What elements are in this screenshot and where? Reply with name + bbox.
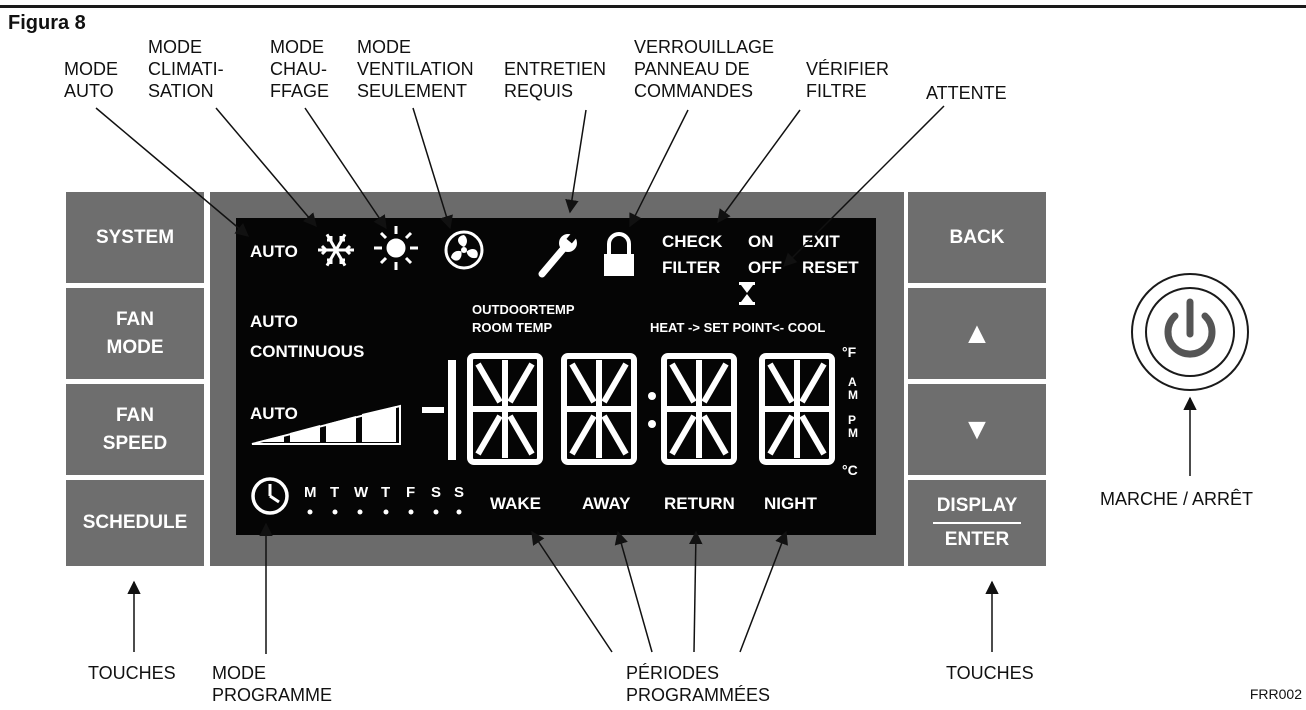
system-button[interactable]: SYSTEM — [66, 192, 204, 283]
leader-lines — [95, 105, 1197, 654]
enter-label: ENTER — [944, 529, 1010, 550]
power-icon — [1164, 298, 1216, 358]
lcd-unit-f: °F — [842, 344, 857, 360]
lcd-on: ON — [748, 232, 774, 251]
figure-code: FRR002 — [1249, 686, 1302, 702]
label-touches-right: TOUCHES — [946, 663, 1034, 683]
lcd-am: A M — [848, 375, 858, 402]
lcd-auto-mode: AUTO — [250, 242, 298, 261]
digit — [661, 353, 737, 465]
padlock-icon — [604, 232, 634, 276]
fan-mode-button[interactable]: FAN MODE — [66, 288, 204, 379]
wrench-icon — [538, 231, 579, 278]
lcd-day: S — [431, 484, 442, 501]
lcd-colon — [648, 392, 656, 428]
clock-icon — [251, 477, 289, 515]
lcd-check: CHECK — [662, 232, 723, 251]
label-mode-programme: MODE PROGRAMME — [212, 663, 333, 705]
label-verrouillage: VERROUILLAGE PANNEAU DE COMMANDES — [634, 37, 775, 101]
label-mode-auto: MODE AUTO — [64, 59, 118, 101]
sun-icon — [374, 226, 418, 270]
lcd-screen — [236, 218, 876, 535]
snowflake-icon — [318, 233, 354, 267]
label-attente: ATTENTE — [926, 83, 1007, 103]
lcd-exit: EXIT — [802, 232, 840, 251]
lcd-day: M — [304, 484, 317, 501]
label-mode-climatisation: MODE CLIMATI- SATION — [148, 37, 224, 101]
lcd-room-temp: ROOM TEMP — [472, 320, 553, 335]
lcd-period-night: NIGHT — [764, 494, 817, 513]
lcd-day: W — [354, 484, 369, 501]
day-dots — [307, 509, 462, 515]
lcd-setpoint: HEAT -> SET POINT<- COOL — [650, 320, 826, 335]
lcd-fan-auto: AUTO — [250, 312, 298, 331]
hourglass-icon — [739, 282, 755, 305]
label-touches-left: TOUCHES — [88, 663, 176, 683]
digit — [467, 353, 543, 465]
lcd-filter: FILTER — [662, 258, 721, 277]
lcd-fan-continuous: CONTINUOUS — [250, 342, 365, 361]
top-rule — [0, 5, 1306, 8]
digit — [561, 353, 637, 465]
lcd-period-return: RETURN — [664, 494, 735, 513]
lcd-off: OFF — [748, 258, 782, 277]
label-entretien: ENTRETIEN REQUIS — [504, 59, 607, 101]
lcd-reset: RESET — [802, 258, 859, 277]
display-enter-button[interactable]: DISPLAY ENTER — [908, 480, 1046, 566]
lcd-day: T — [330, 484, 340, 501]
lcd-pm: P M — [848, 413, 858, 440]
fan-icon — [444, 230, 484, 270]
power-button[interactable] — [1131, 273, 1249, 391]
down-button[interactable]: ▼ — [908, 384, 1046, 475]
lcd-digits — [422, 353, 835, 465]
label-marche-arret: MARCHE / ARRÊT — [1100, 489, 1254, 509]
lcd-day: S — [454, 484, 465, 501]
back-button[interactable]: BACK — [908, 192, 1046, 283]
label-mode-chauffage: MODE CHAU- FFAGE — [270, 37, 330, 101]
figure-title: Figura 8 — [8, 12, 86, 34]
lcd-period-wake: WAKE — [490, 494, 541, 513]
up-button[interactable]: ▲ — [908, 288, 1046, 379]
fan-speed-bars — [251, 404, 401, 445]
digit — [759, 353, 835, 465]
label-periodes: PÉRIODES PROGRAMMÉES — [626, 663, 771, 705]
fan-speed-button[interactable]: FAN SPEED — [66, 384, 204, 475]
lcd-speed-auto: AUTO — [250, 404, 298, 423]
label-mode-ventilation: MODE VENTILATION SEULEMENT — [357, 37, 474, 101]
schedule-button[interactable]: SCHEDULE — [66, 480, 204, 566]
display-label: DISPLAY — [932, 494, 1022, 524]
lcd-unit-c: °C — [842, 462, 858, 478]
lcd-period-away: AWAY — [582, 494, 631, 513]
lcd-day: T — [381, 484, 391, 501]
lcd-day: F — [406, 484, 416, 501]
label-verifier-filtre: VÉRIFIER FILTRE — [806, 59, 890, 101]
lcd-outdoor-temp: OUTDOORTEMP — [472, 302, 575, 317]
